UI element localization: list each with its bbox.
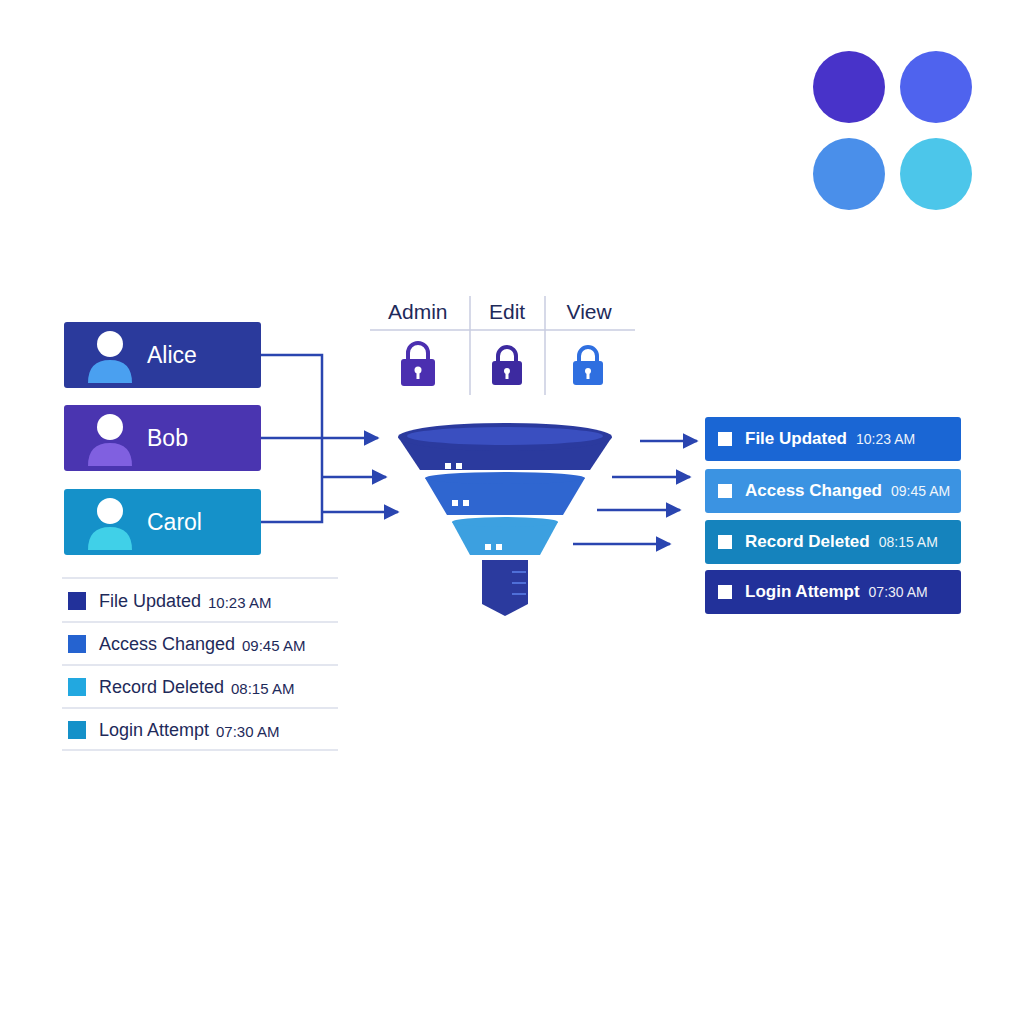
- log-entry: File Updated: [99, 591, 201, 612]
- decor-circle: [813, 51, 885, 123]
- lock-icon: [401, 343, 435, 386]
- user-name: Carol: [147, 509, 202, 536]
- event-name: Login Attempt: [745, 582, 860, 602]
- decor-circle: [900, 138, 972, 210]
- event-time: 08:15 AM: [879, 534, 938, 550]
- permission-grid: [370, 296, 635, 395]
- user-box: Bob: [64, 405, 261, 471]
- column-header: Edit: [489, 300, 525, 324]
- log-time: 08:15 AM: [231, 680, 294, 697]
- column-header: Admin: [388, 300, 448, 324]
- event-box: Record Deleted 08:15 AM: [705, 520, 961, 564]
- event-name: Access Changed: [745, 481, 882, 501]
- event-box: File Updated 10:23 AM: [705, 417, 961, 461]
- log-time: 10:23 AM: [208, 594, 271, 611]
- log-entry: Record Deleted: [99, 677, 224, 698]
- column-header: View: [567, 300, 612, 324]
- log-time: 07:30 AM: [216, 723, 279, 740]
- decor-circle: [900, 51, 972, 123]
- input-wires: [261, 355, 398, 522]
- user-box: Carol: [64, 489, 261, 555]
- user-name: Alice: [147, 342, 197, 369]
- funnel-illustration: [398, 423, 612, 616]
- list-squares: [68, 592, 86, 739]
- event-time: 10:23 AM: [856, 431, 915, 447]
- log-time: 09:45 AM: [242, 637, 305, 654]
- user-box: Alice: [64, 322, 261, 388]
- event-name: Record Deleted: [745, 532, 870, 552]
- log-entry: Login Attempt: [99, 720, 209, 741]
- decor-circle: [813, 138, 885, 210]
- event-box: Access Changed 09:45 AM: [705, 469, 961, 513]
- event-name: File Updated: [745, 429, 847, 449]
- lock-icon: [492, 347, 522, 385]
- event-time: 09:45 AM: [891, 483, 950, 499]
- lock-icons: [401, 343, 603, 386]
- user-name: Bob: [147, 425, 188, 452]
- event-box: Login Attempt 07:30 AM: [705, 570, 961, 614]
- log-entry: Access Changed: [99, 634, 235, 655]
- output-arrows: [573, 441, 697, 544]
- decor-circles: [813, 51, 972, 210]
- lock-icon: [573, 347, 603, 385]
- list-rules: [62, 578, 338, 750]
- event-time: 07:30 AM: [869, 584, 928, 600]
